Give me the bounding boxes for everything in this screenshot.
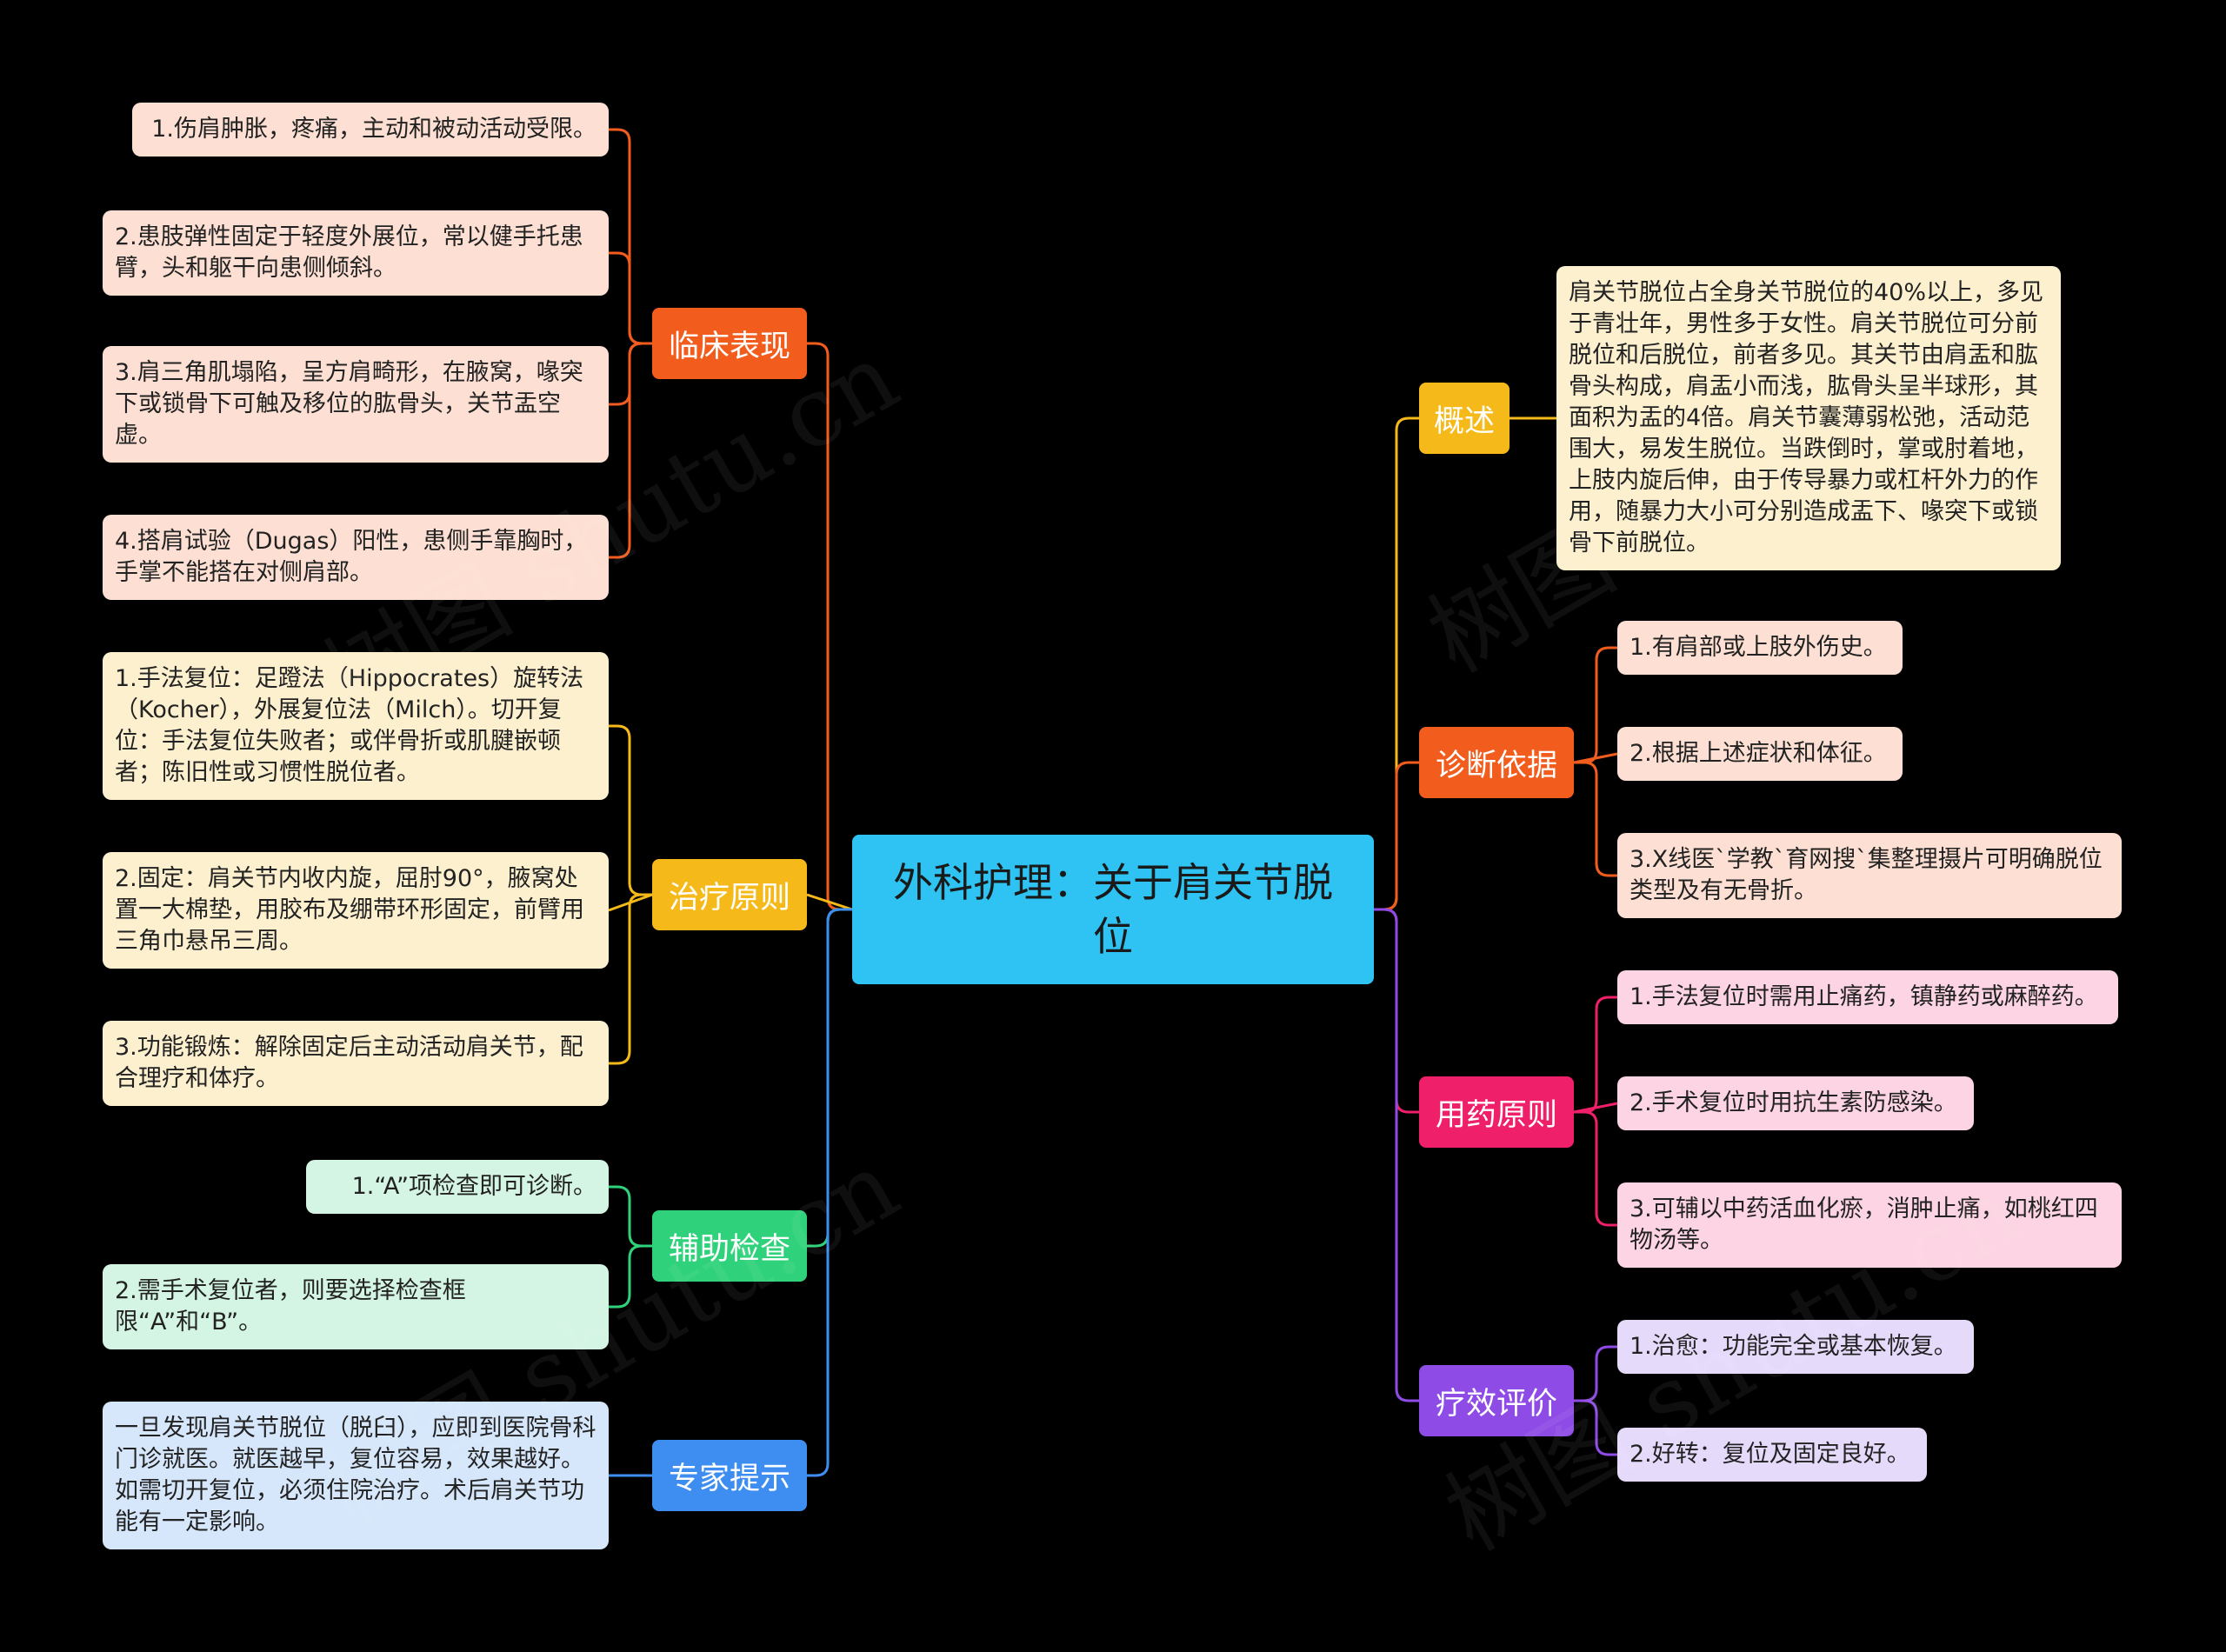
leaf-text: 1.“A”项检查即可诊断。: [351, 1173, 596, 1200]
branch-leaf-connector: [1574, 1345, 1617, 1402]
leaf-expert-1[interactable]: 一旦发现肩关节脱位（脱臼），应即到医院骨科门诊就医。就医越早，复位容易，效果越好…: [103, 1402, 609, 1549]
branch-treatment-principles[interactable]: 治疗原则: [652, 859, 807, 930]
leaf-text: 1.手法复位时需用止痛药，镇静药或麻醉药。: [1630, 983, 2098, 1010]
branch-leaf-connector: [1574, 761, 1617, 877]
leaf-text: 2.手术复位时用抗生素防感染。: [1630, 1089, 1957, 1116]
leaf-text: 1.伤肩肿胀，疼痛，主动和被动活动受限。: [151, 116, 596, 143]
leaf-text: 2.根据上述症状和体征。: [1630, 740, 1887, 767]
root-branch-connector: [1374, 761, 1419, 911]
branch-leaf-connector: [1574, 1399, 1617, 1456]
leaf-overview-1[interactable]: 肩关节脱位占全身关节脱位的40%以上，多见于青壮年，男性多于女性。肩关节脱位可分…: [1556, 266, 2061, 570]
branch-leaf-connector: [1574, 1110, 1617, 1227]
branch-leaf-connector: [609, 342, 652, 559]
branch-label: 辅助检查: [668, 1231, 790, 1267]
branch-leaf-connector: [1573, 752, 1618, 764]
leaf-text: 1.手法复位：足蹬法（Hippocrates）旋转法（Kocher），外展复位法…: [115, 665, 584, 786]
leaf-clinical-2[interactable]: 2.患肢弹性固定于轻度外展位，常以健手托患臂，头和躯干向患侧倾斜。: [103, 210, 609, 296]
branch-label: 疗效评价: [1435, 1386, 1557, 1422]
branch-overview[interactable]: 概述: [1419, 383, 1510, 454]
branch-expert-tips[interactable]: 专家提示: [652, 1440, 807, 1511]
leaf-evaluation-2[interactable]: 2.好转：复位及固定良好。: [1617, 1428, 1927, 1482]
root-branch-connector: [807, 908, 852, 1248]
branch-leaf-connector: [1574, 646, 1617, 764]
leaf-text: 1.治愈：功能完全或基本恢复。: [1630, 1333, 1957, 1360]
leaf-medication-3[interactable]: 3.可辅以中药活血化瘀，消肿止痛，如桃红四物汤等。: [1617, 1182, 2122, 1268]
branch-auxiliary-exams[interactable]: 辅助检查: [652, 1210, 807, 1282]
leaf-diagnosis-1[interactable]: 1.有肩部或上肢外伤史。: [1617, 621, 1903, 675]
leaf-treatment-2[interactable]: 2.固定：肩关节内收内旋，屈肘90°，腋窝处置一大棉垫，用胶布及绷带环形固定，前…: [103, 852, 609, 969]
branch-leaf-connector: [609, 1185, 652, 1248]
leaf-text: 2.需手术复位者，则要选择检查框限“A”和“B”。: [115, 1277, 466, 1336]
leaf-text: 1.有肩部或上肢外伤史。: [1630, 634, 1887, 661]
leaf-diagnosis-3[interactable]: 3.X线医`学教`育网搜`集整理摄片可明确脱位类型及有无骨折。: [1617, 833, 2122, 918]
root-branch-connector: [807, 342, 852, 911]
leaf-text: 3.功能锻炼：解除固定后主动活动肩关节，配合理疗和体疗。: [115, 1034, 583, 1092]
branch-leaf-connector: [609, 724, 652, 896]
branch-label: 概述: [1433, 403, 1495, 439]
leaf-clinical-1[interactable]: 1.伤肩肿胀，疼痛，主动和被动活动受限。: [132, 103, 609, 157]
leaf-auxiliary-2[interactable]: 2.需手术复位者，则要选择检查框限“A”和“B”。: [103, 1264, 609, 1349]
leaf-text: 2.固定：肩关节内收内旋，屈肘90°，腋窝处置一大棉垫，用胶布及绷带环形固定，前…: [115, 865, 584, 955]
branch-leaf-connector: [609, 893, 652, 1065]
leaf-text: 2.患肢弹性固定于轻度外展位，常以健手托患臂，头和躯干向患侧倾斜。: [115, 223, 583, 282]
branch-leaf-connector: [1573, 1102, 1618, 1114]
leaf-text: 4.搭肩试验（Dugas）阳性，患侧手靠胸时，手掌不能搭在对侧肩部。: [115, 528, 588, 586]
branch-efficacy-evaluation[interactable]: 疗效评价: [1419, 1365, 1574, 1436]
leaf-clinical-3[interactable]: 3.肩三角肌塌陷，呈方肩畸形，在腋窝，喙突下或锁骨下可触及移位的肱骨头，关节盂空…: [103, 346, 609, 463]
leaf-text: 3.肩三角肌塌陷，呈方肩畸形，在腋窝，喙突下或锁骨下可触及移位的肱骨头，关节盂空…: [115, 359, 583, 449]
leaf-diagnosis-2[interactable]: 2.根据上述症状和体征。: [1617, 727, 1903, 781]
branch-leaf-connector: [609, 251, 652, 345]
leaf-evaluation-1[interactable]: 1.治愈：功能完全或基本恢复。: [1617, 1320, 1974, 1374]
branch-label: 专家提示: [668, 1461, 790, 1496]
branch-leaf-connector: [609, 1244, 652, 1309]
leaf-text: 3.可辅以中药活血化瘀，消肿止痛，如桃红四物汤等。: [1630, 1196, 2098, 1254]
root-branch-connector: [1374, 908, 1419, 1402]
leaf-text: 2.好转：复位及固定良好。: [1630, 1441, 1910, 1468]
leaf-clinical-4[interactable]: 4.搭肩试验（Dugas）阳性，患侧手靠胸时，手掌不能搭在对侧肩部。: [103, 515, 609, 600]
branch-label: 用药原则: [1435, 1097, 1557, 1133]
leaf-medication-2[interactable]: 2.手术复位时用抗生素防感染。: [1617, 1076, 1974, 1130]
root-title: 外科护理：关于肩关节脱位: [893, 859, 1333, 960]
branch-diagnosis-basis[interactable]: 诊断依据: [1419, 727, 1574, 798]
leaf-auxiliary-1[interactable]: 1.“A”项检查即可诊断。: [306, 1160, 609, 1214]
branch-leaf-connector: [1574, 996, 1617, 1114]
branch-medication-principles[interactable]: 用药原则: [1419, 1076, 1574, 1148]
root-branch-connector: [807, 908, 852, 1477]
leaf-text: 一旦发现肩关节脱位（脱臼），应即到医院骨科门诊就医。就医越早，复位容易，效果越好…: [115, 1415, 596, 1535]
leaf-treatment-3[interactable]: 3.功能锻炼：解除固定后主动活动肩关节，配合理疗和体疗。: [103, 1021, 609, 1106]
root-branch-connector: [806, 893, 853, 911]
leaf-text: 肩关节脱位占全身关节脱位的40%以上，多见于青壮年，男性多于女性。肩关节脱位可分…: [1569, 279, 2044, 556]
leaf-treatment-1[interactable]: 1.手法复位：足蹬法（Hippocrates）旋转法（Kocher），外展复位法…: [103, 652, 609, 800]
branch-label: 临床表现: [668, 329, 790, 364]
branch-label: 诊断依据: [1435, 748, 1557, 783]
leaf-text: 3.X线医`学教`育网搜`集整理摄片可明确脱位类型及有无骨折。: [1630, 846, 2103, 904]
leaf-medication-1[interactable]: 1.手法复位时需用止痛药，镇静药或麻醉药。: [1617, 970, 2118, 1024]
branch-clinical-manifestations[interactable]: 临床表现: [652, 308, 807, 379]
branch-label: 治疗原则: [668, 880, 790, 916]
root-topic[interactable]: 外科护理：关于肩关节脱位: [852, 835, 1374, 984]
